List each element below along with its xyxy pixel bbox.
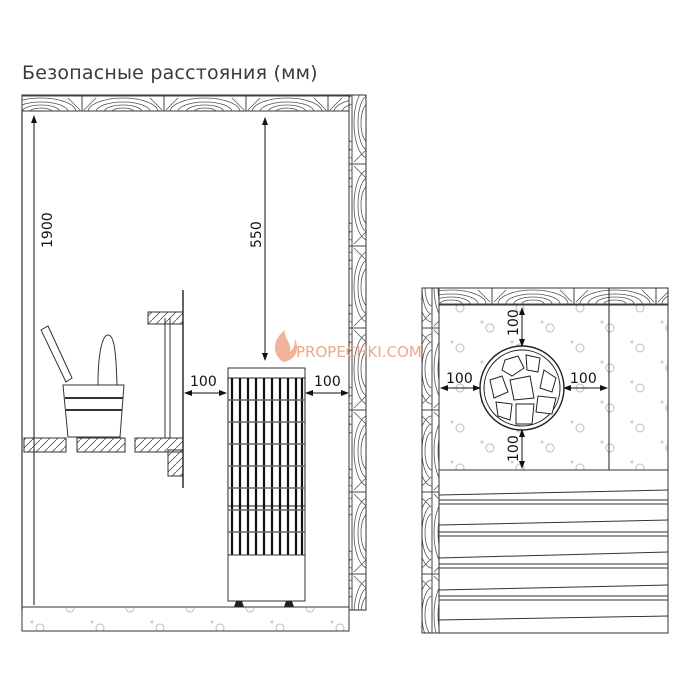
dim-1900: 1900 (40, 212, 56, 248)
top-view: 100 100 100 100 (421, 287, 669, 634)
side-view: 1900 550 100 100 (21, 94, 422, 632)
dim-top-100: 100 (506, 309, 522, 336)
ceiling-logs (21, 94, 353, 112)
dim-bottom-100: 100 (506, 435, 522, 462)
floor (21, 606, 350, 632)
heater (227, 367, 306, 607)
watermark: PROPECHKI.COM (296, 343, 422, 361)
dim-550: 550 (249, 221, 265, 248)
sauna-bucket (40, 325, 125, 438)
dim-right-100-top: 100 (570, 371, 597, 387)
flame-logo-icon (274, 330, 298, 362)
heater-stones (479, 345, 565, 431)
diagram-title: Безопасные расстояния (мм) (22, 62, 318, 84)
dim-left-100-top: 100 (446, 371, 473, 387)
right-wall-logs (348, 94, 367, 611)
dim-right-100: 100 (314, 374, 341, 390)
dim-left-100: 100 (190, 374, 217, 390)
